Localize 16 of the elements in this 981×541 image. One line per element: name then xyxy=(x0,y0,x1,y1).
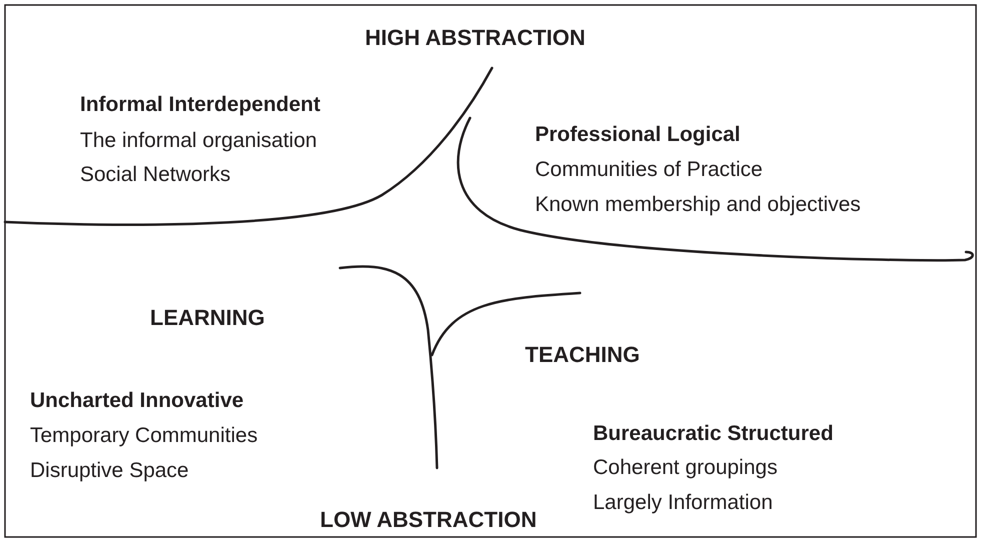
quadrant-text: Social Networks xyxy=(80,162,231,188)
quadrant-heading: Professional Logical xyxy=(535,122,740,148)
quadrant-text: Coherent groupings xyxy=(593,455,778,481)
quadrant-heading: Uncharted Innovative xyxy=(30,388,244,414)
axis-label: LEARNING xyxy=(150,305,265,331)
quadrant-text: Disruptive Space xyxy=(30,458,189,484)
axis-label: LOW ABSTRACTION xyxy=(320,507,537,533)
quadrant-text: Largely Information xyxy=(593,490,773,516)
quadrant-text: The informal organisation xyxy=(80,128,317,154)
quadrant-heading: Bureaucratic Structured xyxy=(593,421,834,447)
quadrant-text: Known membership and objectives xyxy=(535,192,861,218)
quadrant-text: Temporary Communities xyxy=(30,423,258,449)
axis-label: HIGH ABSTRACTION xyxy=(365,25,586,51)
axis-label: TEACHING xyxy=(525,342,640,368)
quadrant-heading: Informal Interdependent xyxy=(80,92,320,118)
quadrant-text: Communities of Practice xyxy=(535,157,763,183)
